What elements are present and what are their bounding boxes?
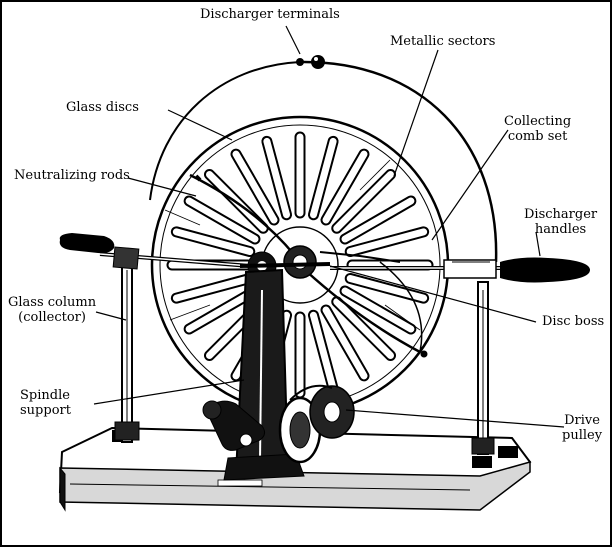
label-discharger-terminals: Discharger terminals — [200, 7, 340, 22]
label-disc-boss-text: Disc boss — [542, 314, 605, 329]
metallic-sector-face — [172, 274, 254, 302]
discharger-rod-right — [330, 259, 500, 279]
leader-glass-discs — [167, 109, 233, 141]
label-collecting-comb-set: Collecting comb set — [504, 114, 571, 144]
discharger-rod-left — [99, 246, 251, 270]
label-glass-column: Glass column (collector) — [8, 295, 96, 325]
label-neutralizing-rods: Neutralizing rods — [14, 168, 130, 183]
leader-discharger-terminals — [285, 25, 301, 55]
label-metallic-sectors-text: Metallic sectors — [390, 34, 496, 49]
label-glass-column-line2: (collector) — [18, 310, 86, 325]
label-spindle-support: Spindle support — [20, 388, 71, 418]
label-drive-pulley: Drive pulley — [562, 413, 602, 443]
collecting-comb — [319, 251, 423, 353]
label-discharger-handles-line1: Discharger — [524, 207, 598, 222]
label-metallic-sectors: Metallic sectors — [390, 34, 495, 49]
leader-disc-boss — [329, 265, 537, 323]
metallic-sector-face — [309, 137, 337, 219]
leader-metallic-sectors — [393, 49, 439, 177]
metallic-sector-face — [322, 150, 368, 224]
label-spindle-support-line2: support — [20, 403, 71, 418]
leader-collecting-comb — [431, 129, 509, 241]
label-neutralizing-rods-text: Neutralizing rods — [14, 168, 130, 183]
drive-pulley — [278, 384, 355, 464]
label-discharger-terminals-text: Discharger terminals — [200, 7, 340, 22]
metallic-sector-face — [333, 170, 395, 232]
label-spindle-support-line1: Spindle — [20, 388, 70, 403]
label-discharger-handles: Discharger handles — [524, 207, 597, 237]
metallic-sector-face — [341, 287, 415, 333]
leader-discharger-handles — [535, 231, 541, 257]
leader-lines — [93, 25, 565, 428]
discharger-handle-right — [500, 257, 590, 283]
glass-column-right — [471, 281, 495, 455]
discharger-handle-left — [59, 233, 115, 254]
metallic-sector-face — [185, 197, 259, 243]
discharger-arc — [299, 60, 498, 263]
label-glass-column-line1: Glass column — [8, 295, 97, 310]
metallic-sector-face — [232, 150, 278, 224]
label-drive-pulley-line2: pulley — [562, 428, 603, 443]
label-collecting-comb-set-line2: comb set — [507, 129, 568, 144]
crank-handle — [202, 400, 266, 451]
metallic-sector-face — [263, 137, 291, 219]
discharger-terminals — [296, 55, 325, 69]
metallic-sector-face — [322, 306, 368, 380]
metallic-sector-face — [341, 197, 415, 243]
label-drive-pulley-line1: Drive — [564, 413, 600, 428]
label-discharger-handles-line2: handles — [534, 222, 587, 237]
leader-neutralizing-rods — [127, 177, 197, 197]
metallic-sector-face — [309, 311, 337, 393]
label-glass-discs-text: Glass discs — [66, 100, 139, 115]
label-disc-boss: Disc boss — [542, 314, 604, 329]
metallic-sector-face — [333, 298, 395, 360]
leader-glass-column — [95, 311, 127, 321]
leader-spindle-support — [93, 379, 245, 405]
leader-drive-pulley — [345, 409, 565, 428]
glass-column-left — [114, 261, 140, 443]
metallic-sector-face — [172, 228, 254, 256]
metallic-sector-face — [346, 228, 428, 256]
label-collecting-comb-set-line1: Collecting — [504, 114, 572, 129]
label-glass-discs: Glass discs — [66, 100, 139, 115]
